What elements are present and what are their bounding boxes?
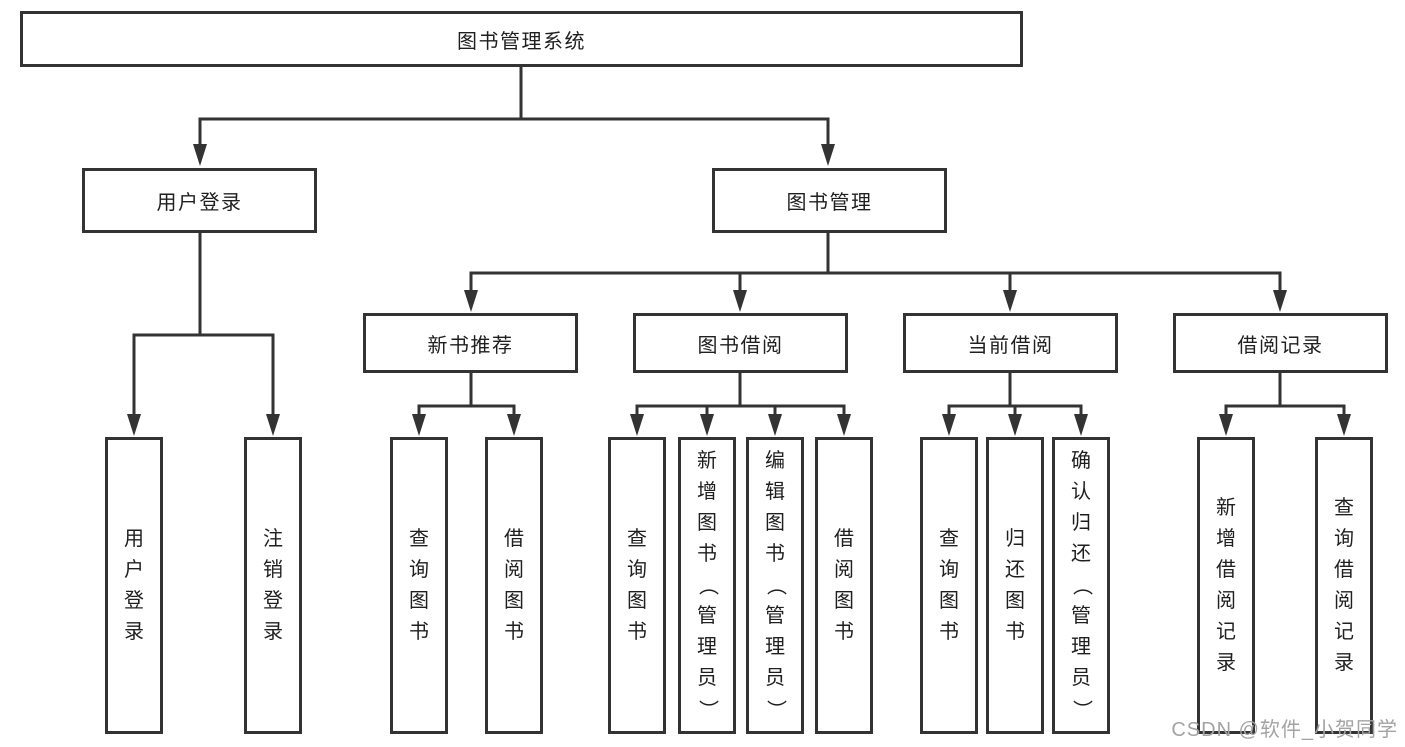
leaf-add-borrow-record: 新增借阅记录	[1197, 437, 1255, 734]
node-root-system: 图书管理系统	[20, 11, 1023, 67]
node-borrow-records-label: 借阅记录	[1237, 334, 1324, 357]
node-new-book-recommend: 新书推荐	[363, 313, 578, 373]
leaf-query-borrow-record: 查询借阅记录	[1315, 437, 1373, 734]
node-book-borrow: 图书借阅	[633, 313, 848, 373]
leaf-query-books-1: 查询图书	[390, 437, 448, 734]
node-user-login: 用户登录	[82, 168, 317, 233]
node-root-system-label: 图书管理系统	[457, 30, 586, 53]
node-borrow-records: 借阅记录	[1173, 313, 1388, 373]
leaf-add-book-admin: 新增图书（管理员）	[678, 437, 736, 734]
leaf-return-book: 归还图书	[986, 437, 1044, 734]
node-current-borrow: 当前借阅	[903, 313, 1118, 373]
node-user-login-label: 用户登录	[156, 192, 243, 214]
csdn-watermark: CSDN @软件_小贺同学	[1171, 719, 1398, 741]
leaf-query-books-3: 查询图书	[920, 437, 978, 734]
connector-elbows	[132, 65, 1346, 408]
node-book-mgmt: 图书管理	[712, 168, 947, 233]
leaf-borrow-books-2: 借阅图书	[815, 437, 873, 734]
leaf-logout: 注销登录	[244, 437, 302, 734]
leaf-user-login: 用户登录	[105, 437, 163, 734]
node-current-borrow-label: 当前借阅	[967, 334, 1054, 357]
leaf-confirm-return-admin: 确认归还（管理员）	[1052, 437, 1110, 734]
leaf-query-books-2: 查询图书	[608, 437, 666, 734]
node-book-borrow-label: 图书借阅	[697, 334, 784, 357]
leaf-edit-book-admin: 编辑图书（管理员）	[746, 437, 804, 734]
node-book-mgmt-label: 图书管理	[786, 192, 873, 214]
leaf-borrow-books-1: 借阅图书	[485, 437, 543, 734]
node-new-book-recommend-label: 新书推荐	[427, 334, 514, 357]
